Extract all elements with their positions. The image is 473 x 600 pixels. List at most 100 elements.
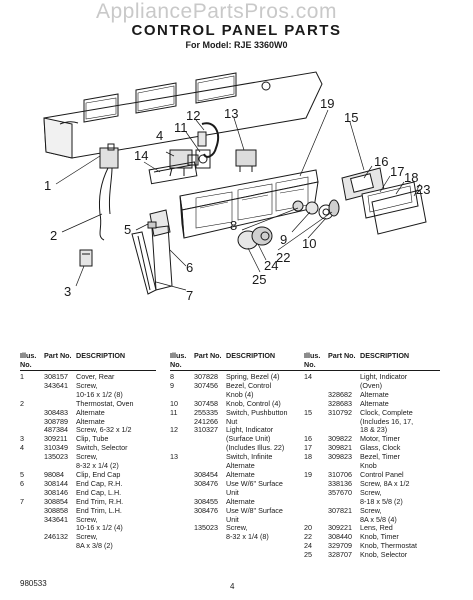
illus-no-cell	[304, 391, 328, 400]
callout-25: 25	[252, 272, 266, 287]
illus-no-cell	[20, 453, 44, 462]
description-cell: Alternate	[360, 390, 389, 399]
illus-no-cell	[170, 471, 194, 480]
description-cell: Bezel, Timer	[360, 453, 400, 462]
description-cell: Light, Indicator	[226, 426, 274, 435]
callout-22: 22	[276, 250, 290, 265]
header-part-no: Part No.	[328, 351, 356, 360]
part-no-cell: 309221	[328, 523, 352, 533]
description-cell: Spring, Bezel (4)	[226, 373, 280, 381]
part-no-cell	[194, 533, 226, 542]
illus-no-cell	[170, 498, 194, 507]
part-no-cell: 308858	[44, 505, 68, 515]
part-no-cell: 357670	[328, 487, 352, 497]
callout-7: 7	[186, 288, 193, 303]
description-cell: Knob, Timer	[360, 533, 399, 542]
callout-17: 17	[390, 164, 404, 179]
leader-lines	[55, 109, 421, 291]
illus-no-cell: 3	[20, 434, 24, 444]
description-cell: Screw,	[76, 533, 98, 542]
part-no-cell: 328707	[328, 550, 352, 560]
page-number: 4	[230, 582, 235, 591]
illus-no-cell	[170, 507, 194, 516]
part-no-cell: 343641	[44, 380, 68, 390]
control-panel-drawing	[179, 169, 319, 239]
header-part-no: Part No.	[44, 351, 72, 360]
callout-10: 10	[302, 236, 316, 251]
illus-no-cell: 13	[170, 452, 178, 462]
description-cell: Knob, Selector	[360, 551, 408, 560]
table-row: 19 310706 Control Panel	[304, 469, 440, 480]
description-cell: Screw,	[360, 506, 382, 515]
callout-2: 2	[50, 228, 57, 243]
description-cell: Alternate	[226, 497, 255, 506]
table-header: Illus. No. Part No. DESCRIPTION	[304, 351, 440, 371]
description-cell: Switch, Pushbutton	[226, 408, 288, 417]
part-no-cell: 307456	[194, 380, 218, 390]
illus-no-cell	[20, 409, 44, 418]
callout-1: 1	[44, 178, 51, 193]
illus-no-cell: 24	[304, 541, 312, 551]
description-cell: 8-32 x 1/4 (8)	[226, 533, 269, 542]
part-no-cell: 310706	[328, 469, 352, 479]
illus-no-cell: 10	[170, 398, 178, 408]
illus-no-cell: 2	[20, 398, 24, 408]
part-no-cell	[194, 453, 226, 462]
table-header: Illus. No. Part No. DESCRIPTION	[20, 351, 156, 371]
illus-no-cell	[304, 418, 328, 427]
header-illus-no: Illus. No.	[170, 351, 187, 369]
description-cell: End Trim, L.H.	[76, 506, 122, 515]
part-no-cell: 328683	[328, 398, 352, 408]
description-cell: Switch, Selector	[76, 444, 128, 453]
illus-no-cell: 19	[304, 469, 312, 479]
description-cell: 8-18 x 5/8 (2)	[360, 497, 403, 506]
part-no-cell: 309823	[328, 452, 352, 462]
table-row: 308858 End Trim, L.H.	[20, 505, 156, 516]
illus-no-cell	[20, 516, 44, 525]
illus-no-cell	[20, 418, 44, 427]
description-cell: (Includes Illus. 22)	[226, 444, 285, 453]
table-row: Alternate	[170, 462, 306, 471]
part-no-cell: 255335	[194, 407, 218, 417]
illus-no-cell	[304, 382, 328, 391]
exploded-parts-diagram: 1 2 3 4 5 6 7 8 9 10 11 12 13 14 15 16 1…	[43, 71, 430, 303]
table-row: 8A x 5/8 (4)	[304, 516, 440, 525]
part-no-cell: 308146	[44, 487, 68, 497]
part-no-cell: 135023	[44, 452, 68, 462]
illus-no-cell: 14	[304, 372, 312, 381]
illus-no-cell: 22	[304, 532, 312, 542]
callout-19: 19	[320, 96, 334, 111]
part-no-cell	[194, 444, 226, 453]
part-no-cell: 307828	[194, 372, 218, 381]
description-cell: Screw, 6-32 x 1/2	[76, 426, 132, 435]
oven-indicator-light-drawing	[148, 161, 198, 185]
description-cell: Control Panel	[360, 470, 404, 479]
description-cell: Use W/8" Surface	[226, 506, 283, 515]
description-cell: Nut	[226, 417, 238, 426]
table-row: (Includes 16, 17,	[304, 418, 440, 427]
description-cell: Unit	[226, 515, 239, 524]
illus-no-cell: 11	[170, 407, 178, 417]
